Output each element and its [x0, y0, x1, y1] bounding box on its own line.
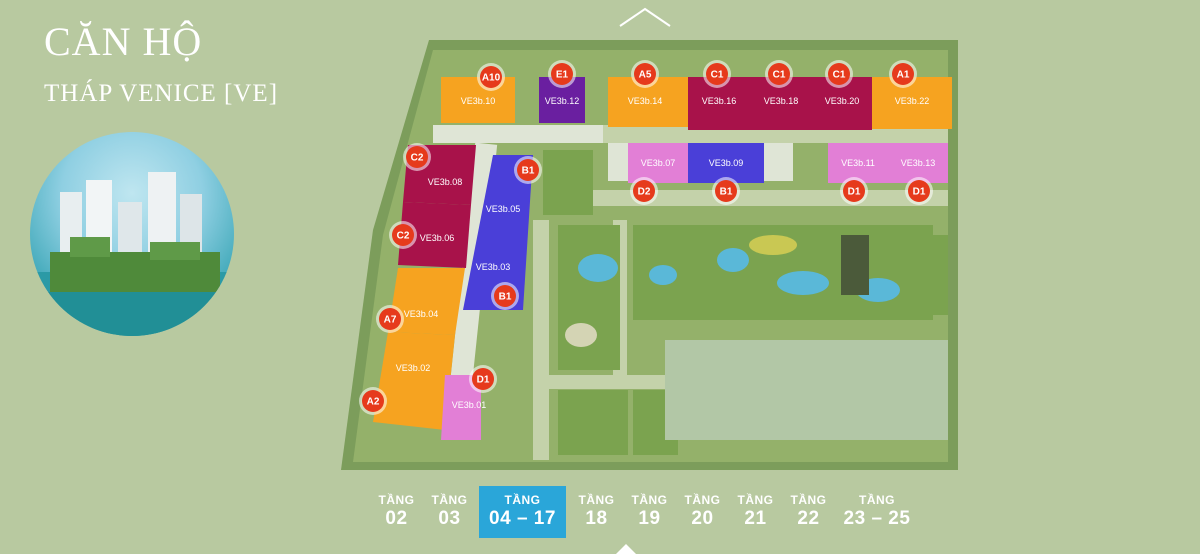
svg-text:B1: B1 [720, 187, 733, 198]
floor-tab-number: 18 [585, 508, 608, 529]
floor-tab-label: TẦNG [504, 493, 541, 507]
building-photo [30, 132, 234, 336]
unit-label[interactable]: VE3b.18 [764, 96, 799, 106]
unit-label[interactable]: VE3b.13 [901, 158, 936, 168]
floor-tab-20[interactable]: TẦNG 20 [676, 486, 729, 538]
unit-type-marker[interactable]: C1 [703, 60, 731, 88]
unit-label[interactable]: VE3b.04 [404, 309, 439, 319]
svg-text:D1: D1 [913, 187, 926, 198]
unit-type-marker[interactable]: D1 [469, 365, 497, 393]
unit-type-marker[interactable]: C2 [403, 143, 431, 171]
floor-tab-label: TẦNG [684, 493, 721, 507]
unit-label[interactable]: VE3b.05 [486, 204, 521, 214]
unit-type-marker[interactable]: B1 [491, 282, 519, 310]
floor-tab-number: 22 [797, 508, 820, 529]
floor-tab-label: TẦNG [859, 493, 895, 507]
floor-tab-04-17[interactable]: TẦNG 04 – 17 [479, 486, 566, 538]
unit-type-marker[interactable]: A10 [477, 63, 505, 91]
unit-label[interactable]: VE3b.03 [476, 262, 511, 272]
floor-tab-number: 23 – 25 [843, 508, 911, 529]
svg-text:C2: C2 [411, 153, 424, 164]
unit-label[interactable]: VE3b.12 [545, 96, 580, 106]
unit-label[interactable]: VE3b.07 [641, 158, 676, 168]
unit-type-marker[interactable]: C1 [765, 60, 793, 88]
floor-tab-number: 03 [438, 508, 461, 529]
floor-tab-03[interactable]: TẦNG 03 [423, 486, 476, 538]
svg-text:A2: A2 [367, 397, 380, 408]
floor-tab-label: TẦNG [431, 493, 468, 507]
floor-nav: TẦNG 02 TẦNG 03 TẦNG 04 – 17 TẦNG 18 TẦN… [370, 486, 919, 538]
unit-type-marker[interactable]: B1 [712, 177, 740, 205]
unit-type-marker[interactable]: B1 [514, 156, 542, 184]
unit-label[interactable]: VE3b.08 [428, 177, 463, 187]
unit-type-marker[interactable]: A5 [631, 60, 659, 88]
svg-text:B1: B1 [522, 166, 535, 177]
floor-tab-number: 20 [691, 508, 714, 529]
svg-text:C1: C1 [711, 70, 724, 81]
floor-tab-label: TẦNG [790, 493, 827, 507]
floor-tab-number: 02 [385, 508, 408, 529]
floor-tab-23-25[interactable]: TẦNG 23 – 25 [835, 486, 919, 538]
floor-tab-label: TẦNG [378, 493, 415, 507]
svg-text:B1: B1 [499, 292, 512, 303]
unit-label[interactable]: VE3b.22 [895, 96, 930, 106]
page-title: CĂN HỘ [44, 19, 203, 64]
unit-label[interactable]: VE3b.16 [702, 96, 737, 106]
unit-label[interactable]: VE3b.06 [420, 233, 455, 243]
unit-type-marker[interactable]: D1 [905, 177, 933, 205]
svg-text:D1: D1 [848, 187, 861, 198]
svg-text:C2: C2 [397, 231, 410, 242]
unit-type-marker[interactable]: A2 [359, 387, 387, 415]
unit-label[interactable]: VE3b.11 [841, 158, 875, 168]
unit-label[interactable]: VE3b.02 [396, 363, 431, 373]
floor-tab-label: TẦNG [631, 493, 668, 507]
unit-type-marker[interactable]: D1 [840, 177, 868, 205]
unit-label[interactable]: VE3b.09 [709, 158, 744, 168]
floor-tab-label: TẦNG [578, 493, 615, 507]
unit-type-marker[interactable]: D2 [630, 177, 658, 205]
unit-label[interactable]: VE3b.14 [628, 96, 663, 106]
unit-type-marker[interactable]: E1 [548, 60, 576, 88]
floor-tab-18[interactable]: TẦNG 18 [570, 486, 623, 538]
svg-text:C1: C1 [773, 70, 786, 81]
unit-label[interactable]: VE3b.01 [452, 400, 487, 410]
unit-label[interactable]: VE3b.20 [825, 96, 860, 106]
floor-tab-number: 04 – 17 [489, 508, 556, 529]
svg-text:D2: D2 [638, 187, 651, 198]
floor-tab-number: 21 [744, 508, 767, 529]
unit-type-marker[interactable]: A1 [889, 60, 917, 88]
floor-tab-21[interactable]: TẦNG 21 [729, 486, 782, 538]
floor-tab-02[interactable]: TẦNG 02 [370, 486, 423, 538]
svg-text:A1: A1 [897, 70, 910, 81]
page-subtitle: THÁP VENICE [VE] [44, 80, 279, 107]
down-notch-icon [616, 544, 636, 554]
floor-tab-number: 19 [638, 508, 661, 529]
svg-text:D1: D1 [477, 375, 490, 386]
svg-text:A7: A7 [384, 315, 397, 326]
floor-tab-22[interactable]: TẦNG 22 [782, 486, 835, 538]
svg-text:A10: A10 [482, 73, 501, 84]
svg-text:E1: E1 [556, 70, 569, 81]
unit-type-marker[interactable]: C2 [389, 221, 417, 249]
svg-text:C1: C1 [833, 70, 846, 81]
unit-type-marker[interactable]: C1 [825, 60, 853, 88]
unit-type-marker[interactable]: A7 [376, 305, 404, 333]
svg-text:A5: A5 [639, 70, 652, 81]
unit-label[interactable]: VE3b.10 [461, 96, 496, 106]
floor-tab-label: TẦNG [737, 493, 774, 507]
floor-tab-19[interactable]: TẦNG 19 [623, 486, 676, 538]
up-arrow-icon[interactable] [617, 6, 673, 28]
